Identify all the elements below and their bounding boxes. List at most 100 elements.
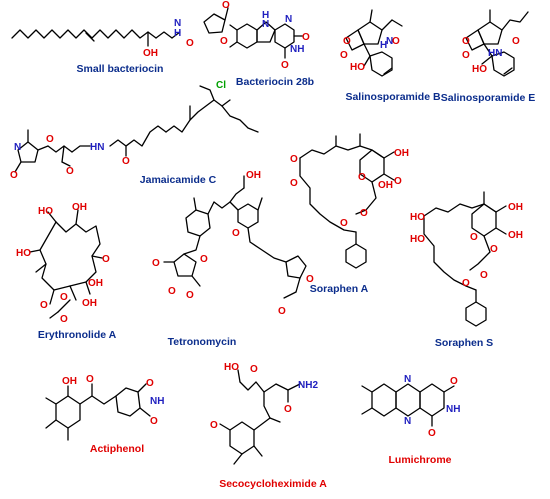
atom-oh: OH	[72, 202, 87, 213]
atom-o: O	[284, 404, 292, 415]
structure-tetronomycin	[163, 175, 307, 299]
atom-oh: OH	[88, 278, 103, 289]
atom-h: H	[262, 10, 269, 21]
atom-ho: HO	[16, 248, 31, 259]
atom-o: O	[306, 274, 314, 285]
atom-nh: NH	[290, 44, 304, 55]
atom-o: O	[360, 208, 368, 219]
atom-o: O	[281, 60, 289, 71]
atom-o: O	[86, 374, 94, 385]
atom-o: O	[394, 176, 402, 187]
atom-o: O	[278, 306, 286, 317]
atom-o: O	[186, 38, 194, 49]
atom-o: O	[462, 36, 470, 47]
label-bacteriocin-28b: Bacteriocin 28b	[235, 76, 315, 88]
structure-bacteriocin-28b	[229, 21, 303, 59]
atom-o: O	[358, 172, 366, 183]
atom-o: O	[343, 36, 351, 47]
atom-o: O	[490, 244, 498, 255]
atom-o: O	[512, 36, 520, 47]
atom-o: O	[450, 376, 458, 387]
atom-hn: H	[380, 40, 387, 51]
atom-o: O	[102, 254, 110, 265]
atom-o: O	[470, 232, 478, 243]
label-soraphen-s: Soraphen S	[434, 337, 494, 349]
atom-o: O	[222, 0, 230, 11]
atom-ho: HO	[410, 234, 425, 245]
structure-jamaicamide-c	[14, 85, 259, 173]
atom-oh: OH	[82, 298, 97, 309]
label-small-bacteriocin: Small bacteriocin	[76, 63, 164, 75]
label-soraphen-a: Soraphen A	[309, 283, 369, 295]
atom-o: O	[290, 154, 298, 165]
atom-cl: Cl	[216, 80, 226, 91]
atom-n: N	[386, 36, 393, 47]
atom-o: O	[152, 258, 160, 269]
atom-oh: OH	[143, 48, 158, 59]
label-jamaicamide-c: Jamaicamide C	[139, 174, 217, 186]
structure-secocycloheximide-a	[219, 369, 301, 465]
structure-erythronolide-a	[29, 209, 103, 319]
atom-oh: OH	[394, 148, 409, 159]
atom-o: O	[200, 254, 208, 265]
atom-o: O	[340, 218, 348, 229]
atom-nh: NH	[150, 396, 164, 407]
atom-hn: HN	[488, 48, 502, 59]
atom-o: O	[302, 32, 310, 43]
label-tetronomycin: Tetronomycin	[167, 336, 237, 348]
atom-o: O	[122, 156, 130, 167]
atom-n: N	[174, 18, 181, 29]
atom-n: N	[262, 19, 269, 30]
atom-o: O	[60, 292, 68, 303]
atom-nh2: NH2	[298, 380, 318, 391]
label-lumichrome: Lumichrome	[388, 454, 452, 466]
atom-o: O	[66, 166, 74, 177]
structure-small-bacteriocin	[11, 7, 229, 47]
atom-n: N	[404, 416, 411, 427]
atom-oh: OH	[378, 180, 393, 191]
atom-o: O	[340, 50, 348, 61]
atom-o: O	[462, 278, 470, 289]
atom-n: N	[404, 374, 411, 385]
atom-o: O	[462, 50, 470, 61]
atom-o: O	[220, 36, 228, 47]
atom-o: O	[40, 300, 48, 311]
atom-o: O	[250, 364, 258, 375]
atom-ho: HO	[224, 362, 239, 373]
atom-oh: OH	[508, 230, 523, 241]
atom-o: O	[186, 290, 194, 301]
structure-salinosporamide-e	[465, 9, 529, 77]
atom-o: O	[290, 178, 298, 189]
atom-oh: OH	[508, 202, 523, 213]
atom-nh: H	[174, 28, 181, 39]
atom-ho: HO	[410, 212, 425, 223]
atom-o: O	[392, 36, 400, 47]
atom-oh: OH	[246, 170, 261, 181]
atom-ho: HO	[38, 206, 53, 217]
label-erythronolide-a: Erythronolide A	[37, 329, 117, 341]
structure-soraphen-a	[299, 133, 395, 269]
atom-o: O	[480, 270, 488, 281]
label-actiphenol: Actiphenol	[89, 443, 145, 455]
atom-nh: NH	[446, 404, 460, 415]
atom-ho: HO	[350, 62, 365, 73]
structure-lumichrome	[361, 383, 455, 427]
atom-ho: HO	[472, 64, 487, 75]
atom-o: O	[168, 286, 176, 297]
structure-actiphenol	[45, 383, 151, 441]
atom-o: O	[10, 170, 18, 181]
structure-salinosporamide-b	[345, 9, 403, 77]
atom-o: O	[60, 314, 68, 325]
atom-o: O	[428, 428, 436, 439]
atom-o: O	[46, 134, 54, 145]
label-salinosporamide-b: Salinosporamide B	[345, 91, 441, 103]
atom-o: O	[210, 420, 218, 431]
atom-o: O	[232, 228, 240, 239]
atom-n: N	[285, 14, 292, 25]
atom-oh: OH	[62, 376, 77, 387]
label-salinosporamide-e: Salinosporamide E	[440, 92, 536, 104]
atom-n: N	[14, 142, 21, 153]
label-secocycloheximide-a: Secocycloheximide A	[219, 478, 327, 490]
